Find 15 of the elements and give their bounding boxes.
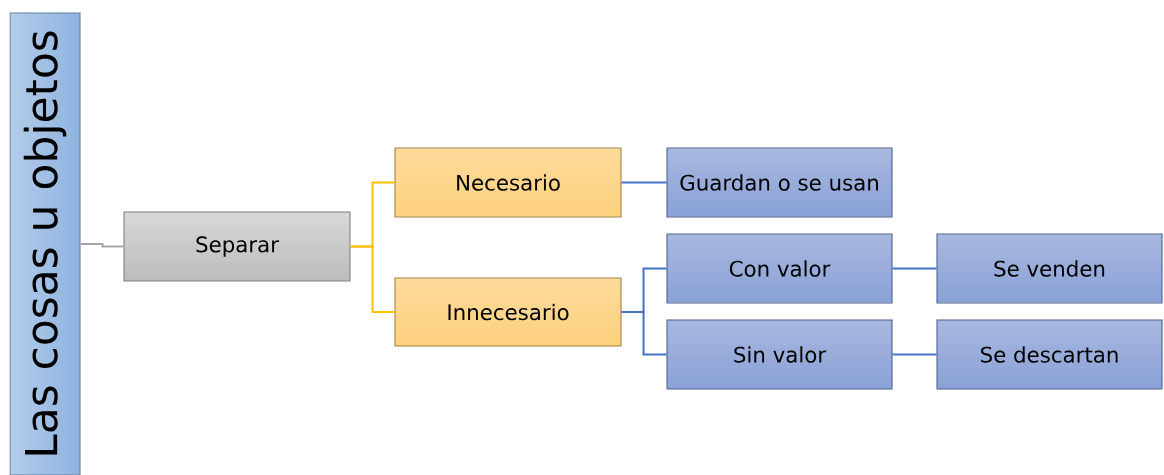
process-box: Necesario: [394, 147, 622, 218]
title-band: Las cosas u objetos: [9, 12, 81, 475]
result-box: Con valor: [666, 233, 893, 304]
connector: [620, 181, 668, 184]
result-box: Se venden: [936, 233, 1163, 304]
connector: [79, 243, 125, 248]
connector: [891, 353, 938, 356]
connector: [349, 245, 396, 313]
connector: [891, 267, 938, 270]
process-box: Separar: [123, 211, 351, 282]
result-box: Sin valor: [666, 319, 893, 390]
connector: [620, 311, 668, 356]
process-box: Innecesario: [394, 277, 622, 347]
result-box: Se descartan: [936, 319, 1163, 390]
result-box: Guardan o se usan: [666, 147, 893, 218]
